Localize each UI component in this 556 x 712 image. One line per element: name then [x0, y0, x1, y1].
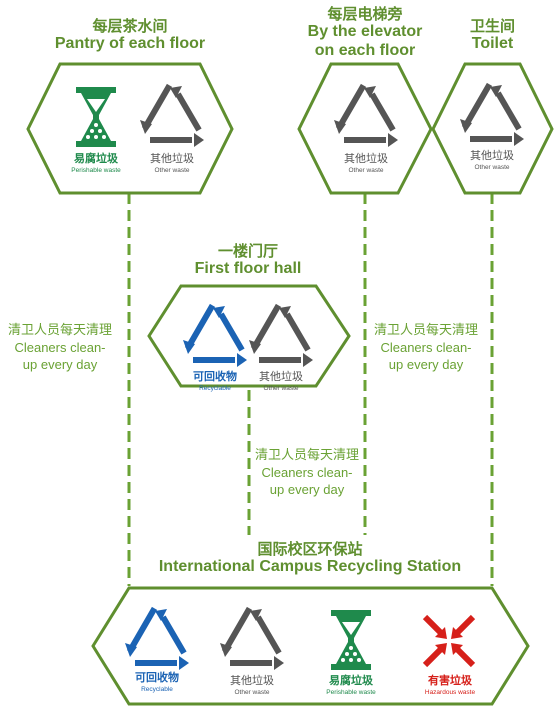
elevator-title-cn: 每层电梯旁 — [327, 6, 403, 23]
hazardous-caption-en: Hazardous waste — [424, 689, 476, 696]
recyclable-caption-en: Recyclable — [141, 686, 173, 693]
perishable-caption-cn: 易腐垃圾 — [329, 675, 373, 687]
cleaning-note-en-line2: up every day — [388, 357, 464, 373]
other-caption-en: Other waste — [263, 385, 299, 392]
other-caption: 其他垃圾 Other waste — [219, 672, 285, 696]
cleaning-note-en-line1: Cleaners clean- — [14, 339, 106, 355]
pantry-title-cn: 每层茶水间 — [92, 18, 168, 35]
toilet-title: 卫生间 Toilet — [445, 18, 540, 54]
other-caption-cn: 其他垃圾 — [230, 675, 274, 687]
recyclable-caption: 可回收物 Recyclable — [125, 669, 189, 693]
cleaning-note-cn: 清卫人员每天清理 — [7, 322, 112, 337]
cleaning-note-center: 清卫人员每天清理 Cleaners clean- up every day — [247, 446, 367, 499]
cleaning-note-left: 清卫人员每天清理 Cleaners clean- up every day — [0, 321, 120, 374]
other-caption-en: Other waste — [154, 167, 190, 174]
station-title-cn: 国际校区环保站 — [257, 541, 363, 558]
cleaning-note-cn: 清卫人员每天清理 — [254, 447, 359, 462]
elevator-title-en-line2: on each floor — [314, 41, 416, 59]
recyclable-caption-en: Recyclable — [199, 385, 231, 392]
perishable-caption: 易腐垃圾 Perishable waste — [66, 150, 126, 174]
recyclable-caption: 可回收物 Recyclable — [183, 368, 247, 392]
pantry-title: 每层茶水间 Pantry of each floor — [20, 18, 240, 54]
cleaning-note-en-line2: up every day — [269, 482, 345, 498]
other-caption: 其他垃圾 Other waste — [333, 150, 399, 174]
station-title: 国际校区环保站 International Campus Recycling S… — [130, 541, 490, 577]
hazardous-caption: 有害垃圾 Hazardous waste — [414, 672, 486, 696]
perishable-caption-cn: 易腐垃圾 — [74, 153, 118, 165]
hall-title: 一楼门厅 First floor hall — [168, 243, 328, 279]
elevator-title: 每层电梯旁 By the elevator on each floor — [280, 6, 450, 60]
hall-title-cn: 一楼门厅 — [217, 243, 278, 260]
toilet-title-cn: 卫生间 — [469, 18, 515, 35]
hall-title-en: First floor hall — [194, 260, 302, 278]
other-caption-cn: 其他垃圾 — [470, 150, 514, 162]
recyclable-caption-cn: 可回收物 — [193, 371, 237, 383]
cleaning-note-en-line1: Cleaners clean- — [261, 464, 353, 480]
recyclable-caption-cn: 可回收物 — [135, 672, 179, 684]
other-caption-en: Other waste — [234, 689, 270, 696]
perishable-caption-en: Perishable waste — [326, 689, 376, 696]
cleaning-note-right: 清卫人员每天清理 Cleaners clean- up every day — [366, 321, 486, 374]
other-caption: 其他垃圾 Other waste — [139, 150, 205, 174]
other-caption-en: Other waste — [474, 164, 510, 171]
toilet-title-en: Toilet — [471, 35, 514, 53]
station-hexagon — [91, 586, 530, 706]
station-title-en: International Campus Recycling Station — [158, 558, 462, 576]
other-caption-cn: 其他垃圾 — [150, 153, 194, 165]
pantry-title-en: Pantry of each floor — [54, 35, 206, 53]
elevator-hexagon — [297, 62, 433, 195]
perishable-caption-en: Perishable waste — [71, 167, 121, 174]
other-caption-cn: 其他垃圾 — [344, 153, 388, 165]
hazardous-caption-cn: 有害垃圾 — [428, 675, 472, 687]
other-caption-cn: 其他垃圾 — [259, 371, 303, 383]
cleaning-note-en-line1: Cleaners clean- — [380, 339, 472, 355]
other-caption: 其他垃圾 Other waste — [248, 368, 314, 392]
cleaning-note-cn: 清卫人员每天清理 — [373, 322, 478, 337]
cleaning-note-en-line2: up every day — [22, 357, 98, 373]
toilet-hexagon — [431, 62, 554, 195]
perishable-caption: 易腐垃圾 Perishable waste — [320, 672, 382, 696]
elevator-title-en-line1: By the elevator — [307, 23, 423, 41]
other-caption: 其他垃圾 Other waste — [459, 147, 525, 171]
other-caption-en: Other waste — [348, 167, 384, 174]
